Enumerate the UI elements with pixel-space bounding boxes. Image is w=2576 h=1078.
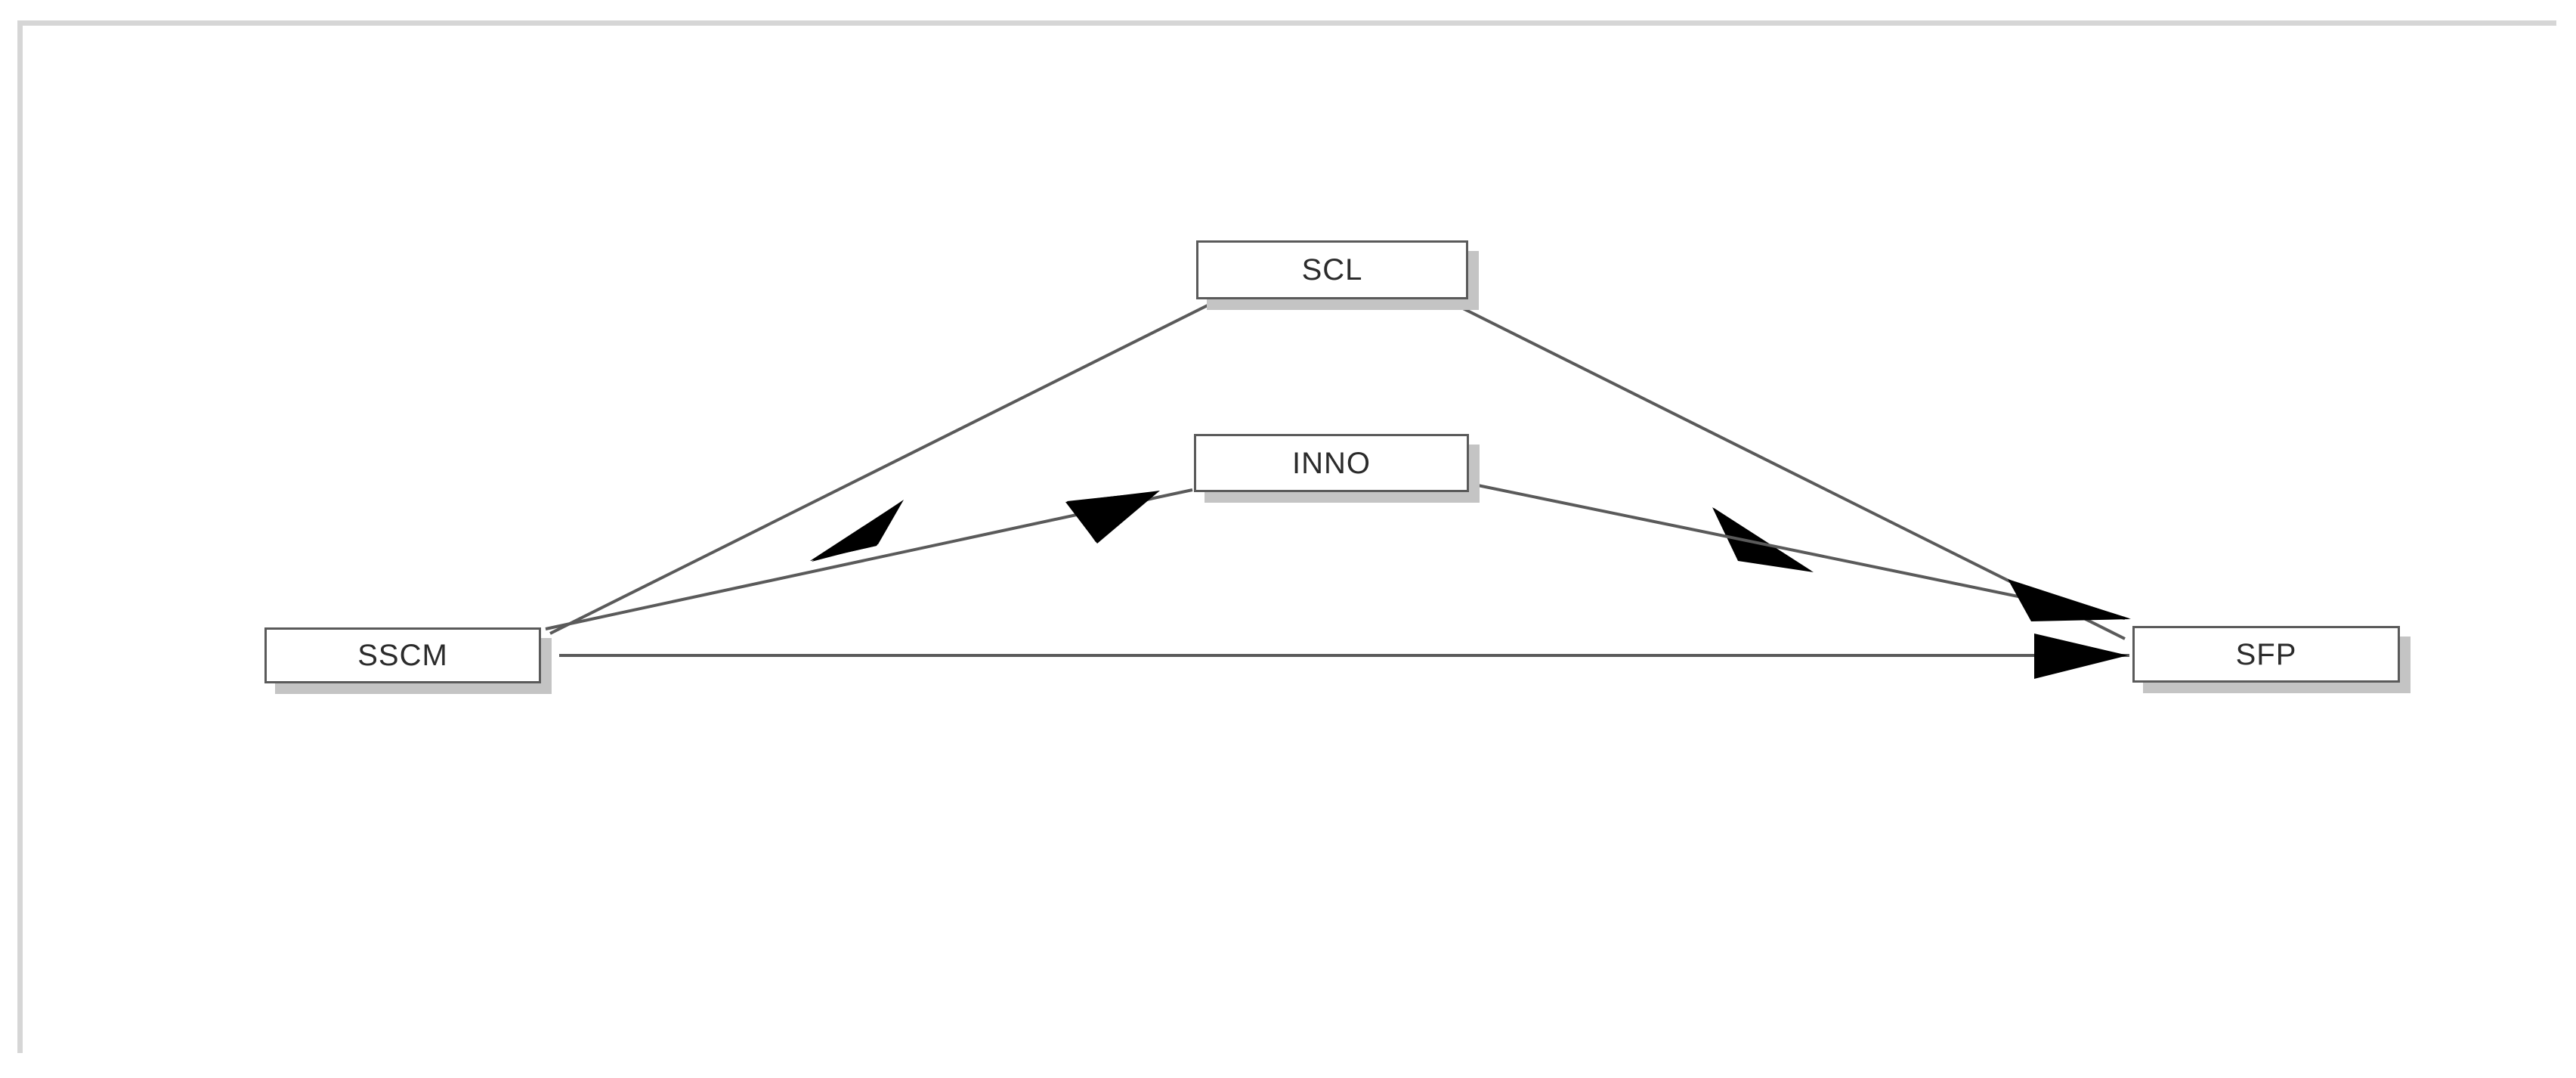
node-sfp-wrapper: SFP [2132, 626, 2411, 693]
node-scl-wrapper: SCL [1196, 240, 1479, 310]
edge-sscm-inno[interactable] [545, 488, 1193, 630]
edge-scl-sscm[interactable] [549, 299, 1217, 635]
node-inno-wrapper: INNO [1194, 434, 1480, 503]
node-sscm-wrapper: SSCM [264, 627, 552, 694]
node-sfp[interactable]: SFP [2132, 626, 2400, 683]
node-scl[interactable]: SCL [1196, 240, 1468, 299]
node-inno-label: INNO [1292, 446, 1371, 480]
edge-scl-sfp[interactable] [1447, 299, 2126, 640]
node-inno[interactable]: INNO [1194, 434, 1469, 492]
node-sscm[interactable]: SSCM [264, 627, 541, 683]
edge-sscm-sfp[interactable] [559, 633, 2129, 679]
node-sfp-label: SFP [2235, 637, 2297, 671]
edge-inno-sfp[interactable] [1470, 482, 2131, 621]
node-sscm-label: SSCM [357, 639, 448, 672]
node-scl-label: SCL [1301, 253, 1363, 287]
